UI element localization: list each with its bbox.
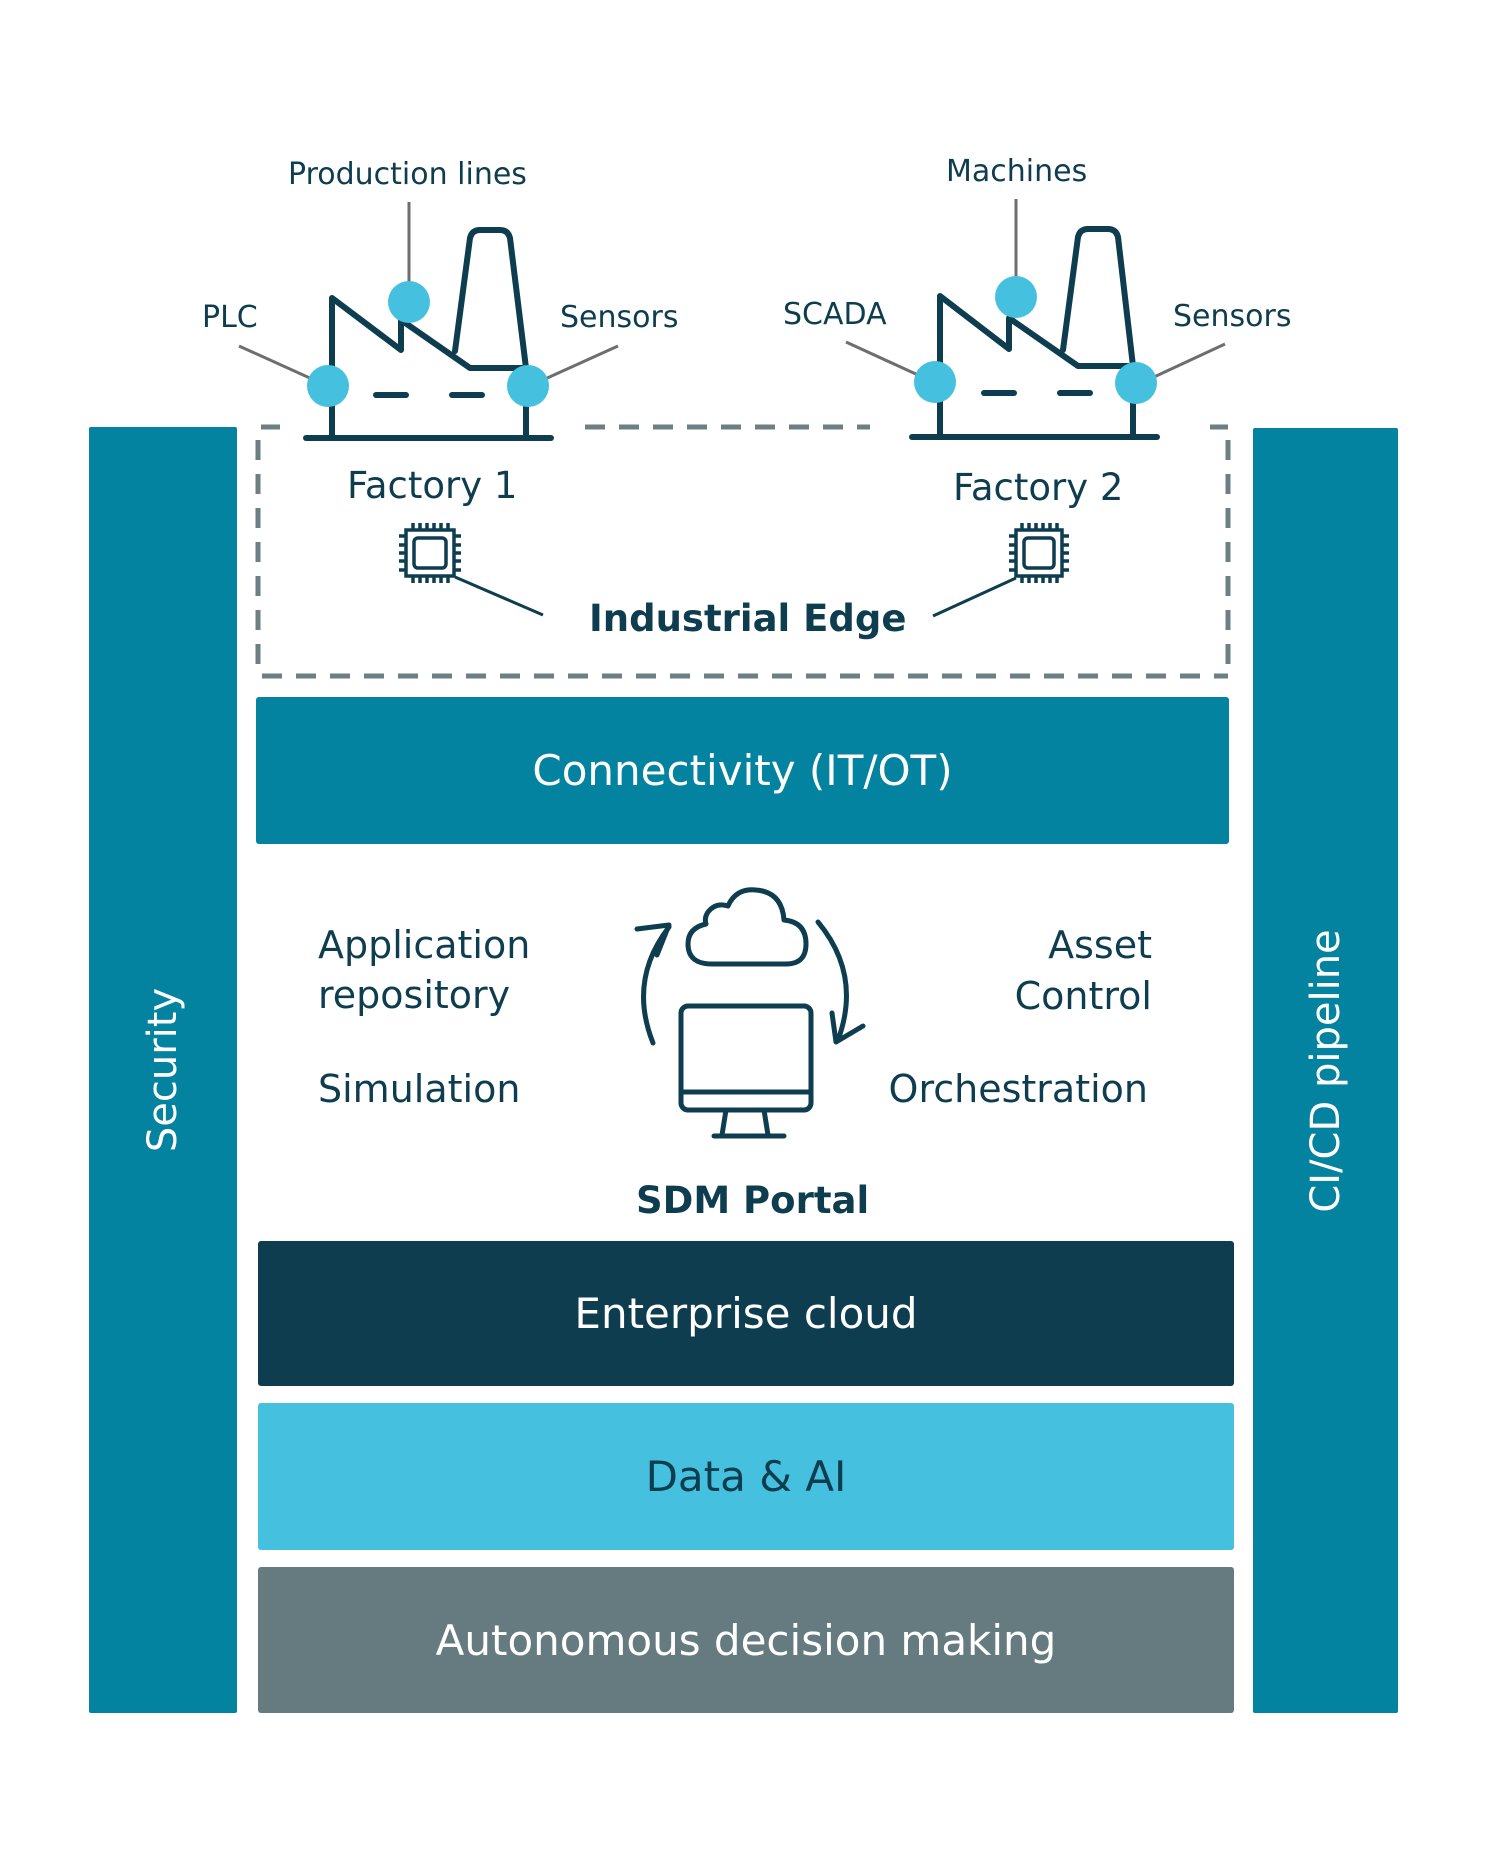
industrial-edge-label: Industrial Edge bbox=[589, 597, 907, 640]
factory-1-label: Factory 1 bbox=[347, 464, 518, 507]
factory-2-label: Factory 2 bbox=[953, 466, 1124, 509]
cloud-icon bbox=[685, 887, 809, 967]
factory-2-chip-icon bbox=[1009, 523, 1069, 583]
connectivity-layer: Connectivity (IT/OT) bbox=[256, 697, 1229, 844]
edge-connector-lines bbox=[454, 575, 1017, 618]
enterprise-cloud-label: Enterprise cloud bbox=[574, 1289, 918, 1338]
data-ai-label: Data & AI bbox=[645, 1452, 847, 1501]
plc-label: PLC bbox=[202, 300, 258, 335]
production-lines-label: Production lines bbox=[288, 157, 527, 192]
factory-2-leader-lines bbox=[845, 199, 1226, 379]
factory-1-connection-dots bbox=[307, 281, 549, 407]
scada-label: SCADA bbox=[783, 297, 887, 332]
factory-2-sensors-dot bbox=[1115, 362, 1157, 404]
application-repository-label-line2: repository bbox=[318, 973, 511, 1017]
autonomous-decision-making-label: Autonomous decision making bbox=[435, 1615, 1057, 1665]
factory-1-leader-lines bbox=[238, 202, 619, 381]
industrial-edge-boundary bbox=[255, 424, 1231, 679]
factory-2-sensors-label: Sensors bbox=[1173, 299, 1292, 334]
sdm-portal-title: SDM Portal bbox=[636, 1179, 870, 1222]
simulation-label: Simulation bbox=[318, 1067, 521, 1111]
sync-arrows-icon bbox=[634, 919, 866, 1046]
autonomous-decision-making-layer: Autonomous decision making bbox=[258, 1567, 1234, 1713]
scada-dot bbox=[914, 361, 956, 403]
factory-1-chip-icon bbox=[399, 523, 461, 583]
connectivity-label: Connectivity (IT/OT) bbox=[532, 746, 953, 795]
factory-2-icon bbox=[909, 226, 1160, 440]
enterprise-cloud-layer: Enterprise cloud bbox=[258, 1241, 1234, 1386]
asset-control-label-line2: Control bbox=[1014, 974, 1152, 1018]
factory-1-sensors-label: Sensors bbox=[560, 300, 679, 335]
data-ai-layer: Data & AI bbox=[258, 1403, 1234, 1550]
factory-1-sensors-dot bbox=[507, 365, 549, 407]
asset-control-label-line1: Asset bbox=[1048, 923, 1152, 967]
production-lines-dot bbox=[388, 281, 430, 323]
security-bar: Security bbox=[89, 427, 237, 1713]
application-repository-label-line1: Application bbox=[318, 923, 531, 967]
machines-dot bbox=[995, 276, 1037, 318]
cicd-pipeline-bar: CI/CD pipeline bbox=[1253, 428, 1398, 1713]
plc-dot bbox=[307, 365, 349, 407]
factory-1-icon bbox=[303, 227, 554, 441]
monitor-icon bbox=[678, 1003, 814, 1139]
factory-2-connection-dots bbox=[914, 276, 1157, 404]
orchestration-label: Orchestration bbox=[888, 1067, 1148, 1111]
machines-label: Machines bbox=[946, 154, 1088, 189]
